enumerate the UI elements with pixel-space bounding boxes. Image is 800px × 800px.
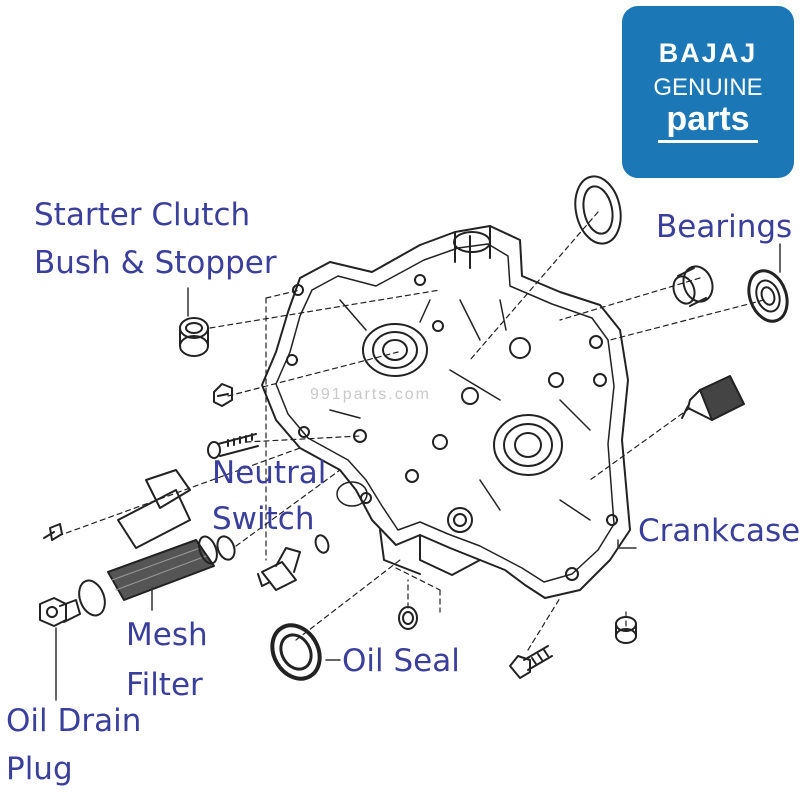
long-bolt xyxy=(207,433,259,459)
label-crankcase: Crankcase xyxy=(638,513,800,549)
watermark: 991parts.com xyxy=(310,386,431,403)
dowel-pin xyxy=(615,616,637,644)
bajaj-genuine-parts-logo: BAJAJ GENUINE parts xyxy=(622,6,794,178)
crankcase-drawing xyxy=(261,225,631,599)
starter-clutch-bush xyxy=(179,317,209,357)
mesh-filter xyxy=(107,469,218,601)
small-seal xyxy=(398,606,418,630)
label-oil-drain-plug-line1: Oil Drain xyxy=(6,703,142,739)
logo-underline xyxy=(658,140,758,143)
logo-brand: BAJAJ xyxy=(658,38,758,68)
label-mesh-filter-line2: Filter xyxy=(126,667,203,703)
label-neutral-switch-line2: Switch xyxy=(212,501,315,537)
oil-seal-top xyxy=(574,175,622,245)
needle-bearing xyxy=(672,265,714,307)
label-oil-drain-plug-line2: Plug xyxy=(6,751,73,787)
small-screw xyxy=(43,523,63,541)
oil-seal-bottom xyxy=(270,623,322,681)
bottom-bolt xyxy=(509,645,553,679)
assembly-dashed-lines xyxy=(57,211,765,651)
label-mesh-filter-line1: Mesh xyxy=(126,617,208,653)
filter-o-ring xyxy=(216,535,236,561)
filter-washer xyxy=(78,579,106,617)
label-starter-clutch-line1: Starter Clutch xyxy=(34,197,251,233)
crankcase-upper-boss xyxy=(362,323,428,377)
crankcase-inner-rim xyxy=(275,243,615,583)
neutral-switch-part xyxy=(257,547,301,591)
logo-genuine: GENUINE xyxy=(653,74,763,101)
oil-drain-plug xyxy=(39,597,81,627)
label-starter-clutch-line2: Bush & Stopper xyxy=(34,245,277,281)
neutral-switch-washer xyxy=(314,534,330,554)
oil-strainer xyxy=(681,375,745,421)
label-bearings: Bearings xyxy=(656,209,793,245)
label-neutral-switch-line1: Neutral xyxy=(212,455,327,491)
ball-bearing xyxy=(747,269,789,323)
callout-leaders xyxy=(55,243,781,701)
logo-parts: parts xyxy=(666,100,750,138)
crankcase-outline xyxy=(261,225,631,599)
crankcase-lower-boss xyxy=(493,414,563,476)
stopper-bolt xyxy=(213,383,233,407)
label-oil-seal: Oil Seal xyxy=(342,643,460,679)
